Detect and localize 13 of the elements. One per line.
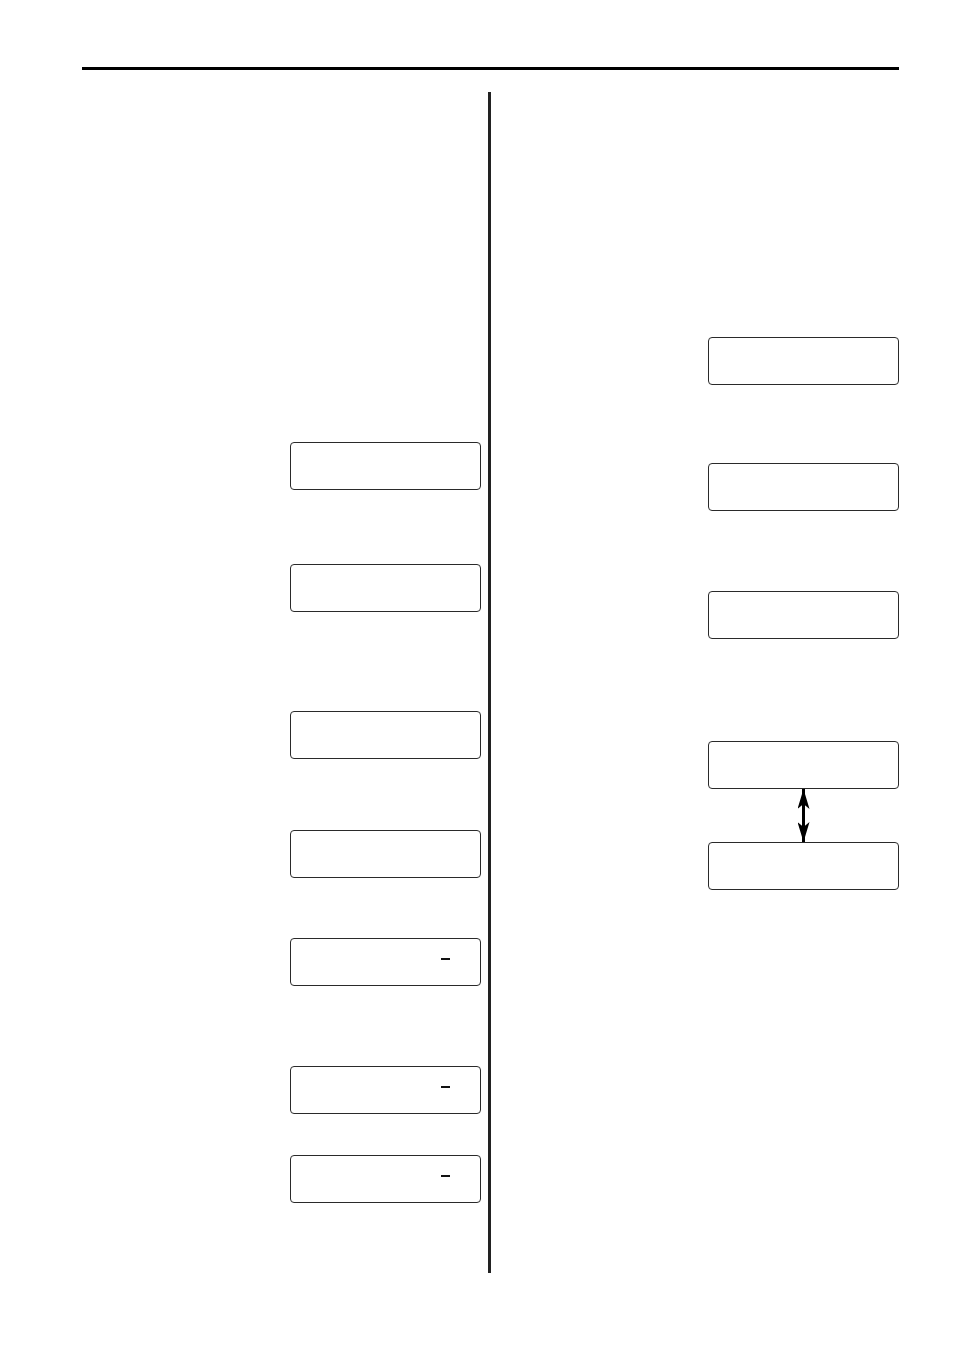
display-panel xyxy=(290,938,481,986)
display-panel xyxy=(290,711,481,759)
display-panel xyxy=(290,1155,481,1203)
double-arrow xyxy=(797,789,810,842)
display-panel xyxy=(290,442,481,490)
display-panel xyxy=(290,1066,481,1114)
display-panel xyxy=(708,842,899,890)
display-panel xyxy=(708,591,899,639)
display-panel xyxy=(290,564,481,612)
display-panel xyxy=(708,463,899,511)
display-panel xyxy=(708,337,899,385)
display-panel xyxy=(290,830,481,878)
display-panel xyxy=(708,741,899,789)
